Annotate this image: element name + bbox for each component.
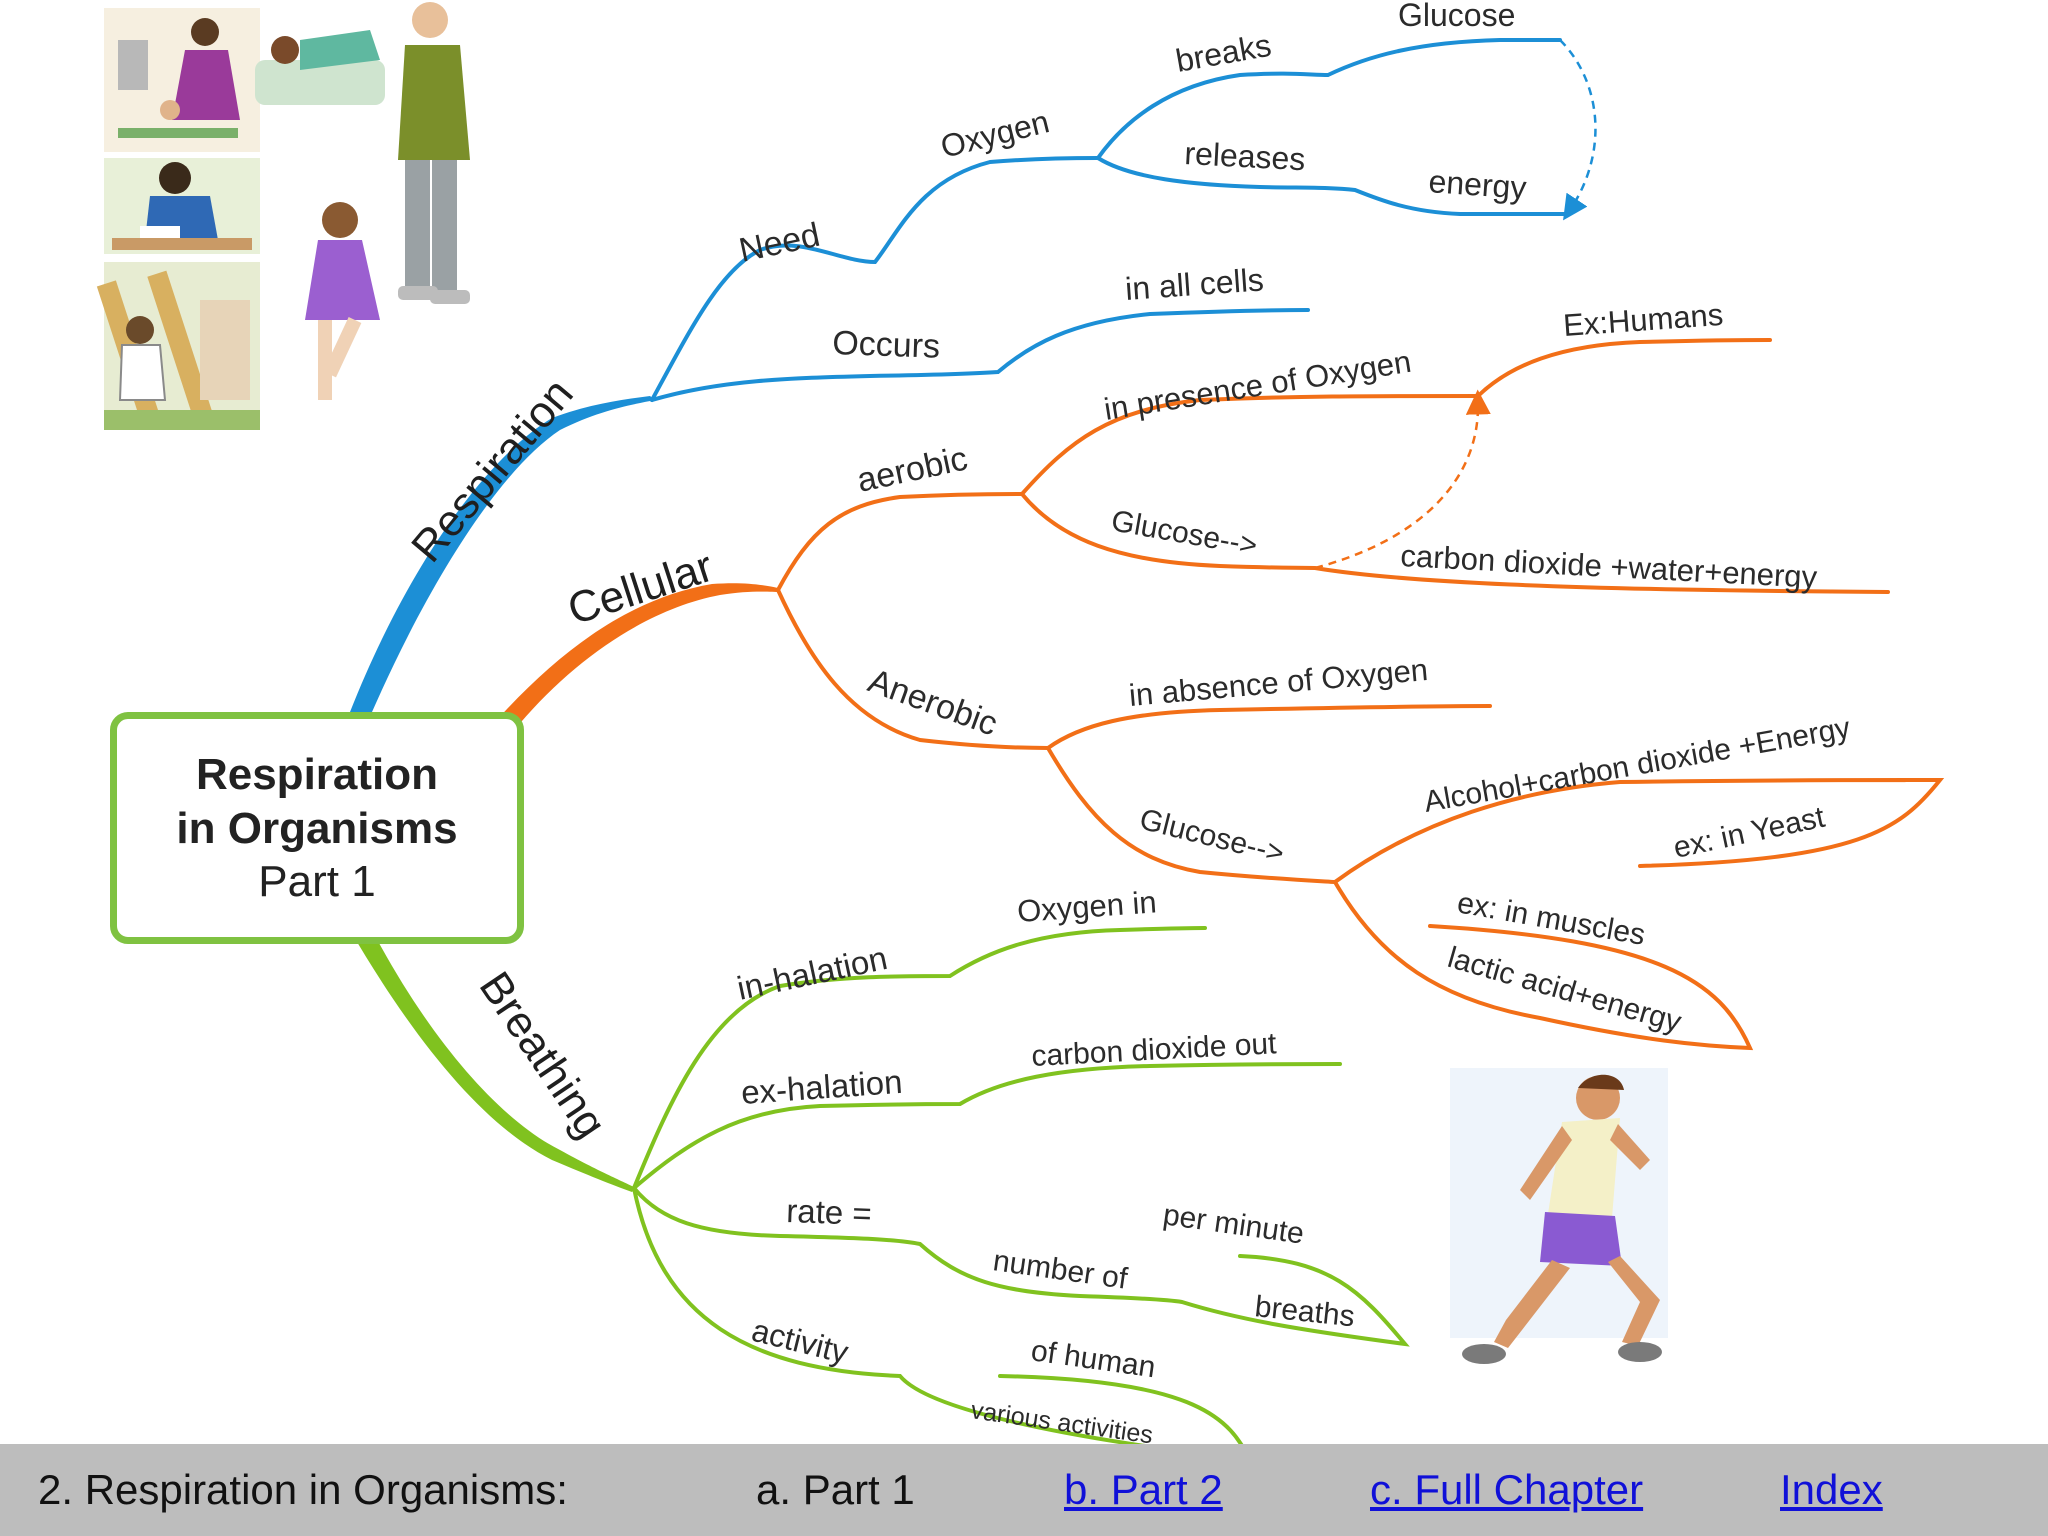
center-title-line-1: Respiration — [195, 750, 439, 799]
breathing-branch-label: Breathing — [470, 963, 616, 1147]
oxygen-in-label: Oxygen in — [1016, 884, 1158, 929]
rate-label: rate = — [786, 1192, 873, 1232]
various-activities-label: various activities — [969, 1396, 1155, 1444]
center-subtitle: Part 1 — [258, 857, 376, 906]
breaks-label: breaks — [1173, 27, 1274, 79]
respiration-branch-label: Respiration — [402, 369, 583, 571]
mind-map-canvas: Respiration Cellular Breathing Need Oxyg… — [96, 0, 1945, 1444]
occurs-line — [650, 308, 1310, 402]
footer-navigation-bar: 2. Respiration in Organisms: a. Part 1 b… — [0, 1444, 2048, 1536]
people-activities-illustration — [96, 2, 470, 430]
footer-index-link[interactable]: Index — [1780, 1466, 1883, 1513]
footer-full-chapter-link[interactable]: c. Full Chapter — [1370, 1466, 1644, 1513]
need-line — [650, 156, 1100, 402]
inhalation-label: in-halation — [734, 939, 891, 1007]
in-absence-label: in absence of Oxygen — [1128, 652, 1430, 713]
occurs-label: Occurs — [832, 324, 941, 366]
alcohol-label: Alcohol+carbon dioxide +Energy — [1421, 711, 1852, 819]
lactic-loop — [1333, 880, 1754, 1051]
footer-title: 2. Respiration in Organisms: — [38, 1466, 568, 1513]
releases-line — [1096, 156, 1570, 216]
breaks-line — [1096, 38, 1562, 160]
per-minute-label: per minute — [1161, 1198, 1306, 1250]
presence-line — [1020, 394, 1480, 496]
inhalation-line — [632, 926, 1207, 1190]
footer-part2-link[interactable]: b. Part 2 — [1064, 1466, 1223, 1513]
alcohol-loop — [1333, 777, 1945, 884]
in-all-cells-label: in all cells — [1124, 261, 1265, 307]
center-topic-box: Respiration in Organisms Part 1 — [110, 712, 524, 944]
absence-line — [1046, 704, 1492, 750]
ex-yeast-label: ex: in Yeast — [1671, 801, 1829, 865]
running-man-illustration — [1450, 1068, 1668, 1364]
aerobic-label: aerobic — [854, 439, 971, 499]
humans-line — [1476, 338, 1772, 398]
breaths-label: breaths — [1253, 1290, 1356, 1333]
oxygen-label: Oxygen — [937, 103, 1053, 165]
anerobic-label: Anerobic — [863, 662, 1002, 744]
need-label: Need — [736, 216, 823, 270]
exhalation-line — [632, 1062, 1342, 1190]
ex-muscles-label: ex: in muscles — [1455, 886, 1648, 952]
releases-label: releases — [1184, 135, 1307, 177]
ex-humans-label: Ex:Humans — [1562, 297, 1724, 343]
in-presence-label: in presence of Oxygen — [1102, 344, 1414, 427]
aerobic-line — [776, 492, 1024, 592]
breathing-main-branch — [350, 930, 636, 1192]
glucose-energy-arrow — [1559, 39, 1597, 221]
footer-part1-current: a. Part 1 — [756, 1466, 915, 1513]
glucose2-line — [1046, 746, 1337, 884]
glucose-label: Glucose — [1398, 0, 1515, 33]
activity-line — [632, 1186, 1244, 1444]
respiration-main-branch — [350, 396, 655, 712]
rate-line — [632, 1186, 1410, 1347]
anerobic-line — [776, 588, 1050, 750]
glucose1-line — [1020, 492, 1890, 594]
energy-label: energy — [1428, 163, 1528, 206]
cellular-main-branch — [495, 583, 780, 742]
center-title-line-2: in Organisms — [176, 804, 458, 853]
